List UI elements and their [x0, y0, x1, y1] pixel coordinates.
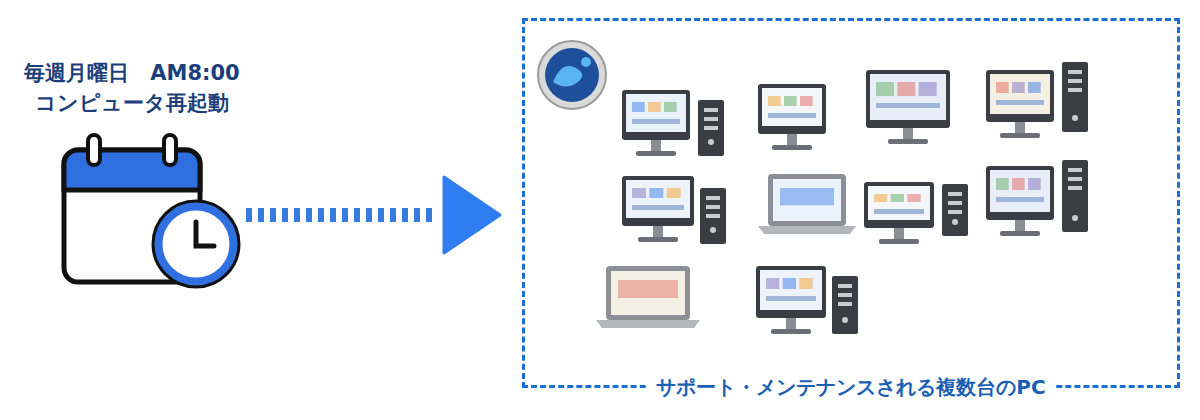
monitor: [986, 70, 1054, 138]
schedule-block: 毎週月曜日 AM8:00 コンピュータ再起動: [14, 58, 250, 302]
pc-group-region: サポート・メンテナンスされる複数台のPC: [522, 18, 1180, 388]
pc-tower: [942, 184, 968, 236]
pc-tower: [832, 276, 858, 334]
laptop: [596, 266, 700, 328]
pc-illustrations: [596, 62, 1088, 334]
arrow-head: [444, 177, 500, 253]
monitor: [622, 176, 694, 242]
region-label: サポート・メンテナンスされる複数台のPC: [648, 374, 1053, 400]
splashtop-logo: [538, 41, 606, 109]
monitor: [986, 166, 1054, 236]
pc-tower: [1062, 160, 1088, 232]
monitor: [756, 266, 826, 334]
calendar-clock-icon: [64, 135, 240, 288]
monitor: [864, 182, 934, 244]
pc-tower: [700, 188, 726, 244]
dotted-arrow: [246, 177, 500, 253]
pc-tower: [698, 100, 724, 156]
monitor: [622, 90, 690, 156]
laptop: [758, 174, 856, 234]
pc-tower: [1062, 62, 1088, 132]
schedule-title: 毎週月曜日 AM8:00 コンピュータ再起動: [14, 58, 250, 118]
monitor: [758, 84, 826, 150]
dotted-line: [246, 208, 436, 222]
monitor: [866, 70, 950, 144]
